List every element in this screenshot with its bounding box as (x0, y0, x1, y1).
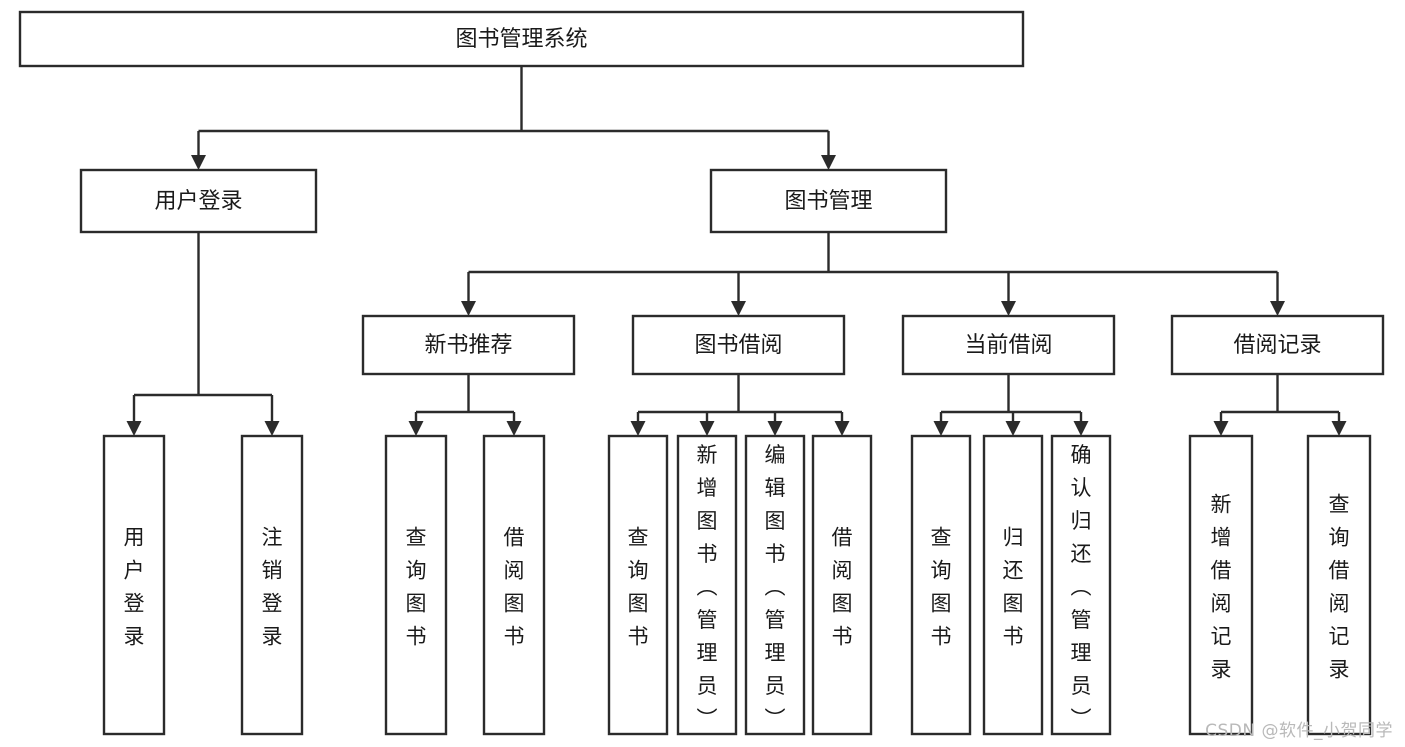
leaf-leaf-query-record[interactable] (1306, 434, 1372, 736)
node-book-borrow-label: 图书借阅 (694, 333, 782, 358)
node-user-login-label: 用户登录 (154, 189, 242, 214)
ul-to-leaf-arrow-1 (264, 421, 280, 436)
node-borrow-record-label: 借阅记录 (1233, 333, 1321, 358)
node-book-borrow[interactable] (631, 314, 846, 376)
leaf-leaf-add-record[interactable] (1188, 434, 1254, 736)
bm-to-l3-arrow-1 (731, 301, 746, 316)
leaf-leaf-add-book[interactable] (676, 434, 738, 736)
leaf-leaf-user-login[interactable] (102, 434, 166, 736)
book-borrow-to-leaf-arrow-1 (699, 421, 715, 436)
book-borrow-to-leaf-arrow-3 (834, 421, 850, 436)
leaf-leaf-edit-book[interactable] (744, 434, 806, 736)
node-root[interactable] (18, 10, 1025, 68)
leaf-leaf-query-book-2[interactable] (607, 434, 669, 736)
bm-to-l3-arrow-2 (1001, 301, 1016, 316)
new-book-recommend-to-leaf-arrow-1 (506, 421, 522, 436)
node-new-book-recommend[interactable] (361, 314, 576, 376)
leaf-leaf-logout[interactable] (240, 434, 304, 736)
leaf-leaf-query-book-1-label: 查询图书 (406, 526, 427, 649)
bm-to-l3-arrow-3 (1270, 301, 1285, 316)
ul-to-leaf-arrow-0 (126, 421, 142, 436)
leaf-leaf-return-book-label: 归还图书 (1003, 526, 1024, 649)
leaf-leaf-query-book-2-label: 查询图书 (628, 526, 649, 649)
connector-layer (126, 66, 1347, 436)
node-current-borrow-label: 当前借阅 (964, 333, 1052, 358)
node-book-manage-label: 图书管理 (784, 189, 872, 214)
leaf-leaf-confirm-return-label: 确认归还︵管理员︶ (1071, 443, 1092, 731)
leaf-leaf-add-record-label: 新增借阅记录 (1211, 493, 1232, 682)
current-borrow-to-leaf-arrow-1 (1005, 421, 1021, 436)
borrow-record-to-leaf-arrow-1 (1331, 421, 1347, 436)
leaf-leaf-query-book-3[interactable] (910, 434, 972, 736)
leaf-leaf-return-book[interactable] (982, 434, 1044, 736)
current-borrow-to-leaf-arrow-0 (933, 421, 949, 436)
node-new-book-recommend-label: 新书推荐 (424, 333, 512, 358)
root-to-l2-arrow-0 (191, 155, 206, 170)
leaf-leaf-borrow-book-1-label: 借阅图书 (504, 526, 525, 649)
leaf-leaf-query-record-label: 查询借阅记录 (1329, 493, 1350, 682)
new-book-recommend-to-leaf-arrow-0 (408, 421, 424, 436)
book-borrow-to-leaf-arrow-0 (630, 421, 646, 436)
leaf-leaf-user-login-label: 用户登录 (124, 526, 145, 649)
leaf-leaf-query-book-1[interactable] (384, 434, 448, 736)
leaf-leaf-logout-label: 注销登录 (262, 526, 283, 649)
leaf-leaf-borrow-book-2-label: 借阅图书 (832, 526, 853, 649)
leaf-leaf-edit-book-label: 编辑图书︵管理员︶ (765, 443, 786, 731)
watermark-text: CSDN @软件_小贺同学 (1205, 721, 1393, 741)
book-borrow-to-leaf-arrow-2 (767, 421, 783, 436)
current-borrow-to-leaf-arrow-2 (1073, 421, 1089, 436)
borrow-record-to-leaf-arrow-0 (1213, 421, 1229, 436)
leaf-leaf-add-book-label: 新增图书︵管理员︶ (697, 443, 718, 731)
node-borrow-record[interactable] (1170, 314, 1385, 376)
leaf-leaf-query-book-3-label: 查询图书 (931, 526, 952, 649)
leaf-leaf-borrow-book-1[interactable] (482, 434, 546, 736)
node-book-manage[interactable] (709, 168, 948, 234)
node-root-label: 图书管理系统 (455, 27, 587, 52)
node-current-borrow[interactable] (901, 314, 1116, 376)
node-layer: 图书管理系统用户登录图书管理新书推荐图书借阅当前借阅借阅记录用户登录注销登录查询… (18, 10, 1385, 736)
bm-to-l3-arrow-0 (461, 301, 476, 316)
leaf-leaf-confirm-return[interactable] (1050, 434, 1112, 736)
root-to-l2-arrow-1 (821, 155, 836, 170)
node-user-login[interactable] (79, 168, 318, 234)
leaf-leaf-borrow-book-2[interactable] (811, 434, 873, 736)
